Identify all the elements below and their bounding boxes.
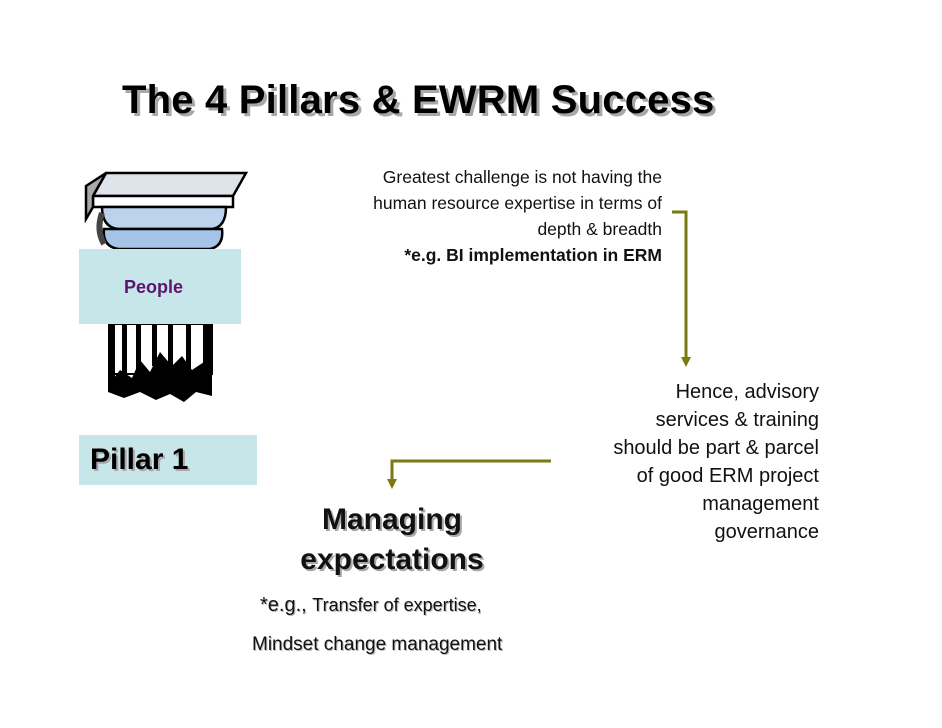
challenge-line: depth & breadth (537, 219, 662, 239)
connector-arrow-left-down (387, 459, 551, 489)
column-icon (84, 171, 249, 402)
people-box (79, 249, 241, 324)
challenge-text: Greatest challenge is not having the hum… (296, 164, 662, 268)
hence-line: services & training (655, 409, 819, 431)
example-text: Transfer of expertise, (312, 595, 482, 615)
hence-line: governance (714, 521, 819, 543)
example-line-2: Mindset change management (252, 634, 503, 655)
hence-text: Hence, advisory services & training shou… (560, 378, 819, 546)
managing-expectations-heading: Managing expectations (270, 500, 514, 580)
hence-line: management (702, 493, 819, 515)
hence-line: should be part & parcel (613, 437, 819, 459)
challenge-line: human resource expertise in terms of (373, 193, 662, 213)
challenge-example: *e.g. BI implementation in ERM (404, 245, 662, 265)
managing-line: expectations (300, 543, 484, 576)
people-label: People (124, 277, 184, 297)
hence-line: of good ERM project (636, 465, 819, 487)
slide-title: The 4 Pillars & EWRM Success (122, 78, 715, 122)
connector-arrow-down (672, 210, 691, 367)
managing-line: Managing (322, 503, 462, 536)
challenge-line: Greatest challenge is not having the (382, 167, 662, 187)
example-prefix: *e.g., (260, 594, 313, 616)
example-line-1: *e.g., Transfer of expertise, (260, 594, 482, 617)
hence-line: Hence, advisory (675, 381, 819, 403)
pillar-box (79, 435, 257, 485)
pillar-label: Pillar 1 (90, 443, 189, 476)
